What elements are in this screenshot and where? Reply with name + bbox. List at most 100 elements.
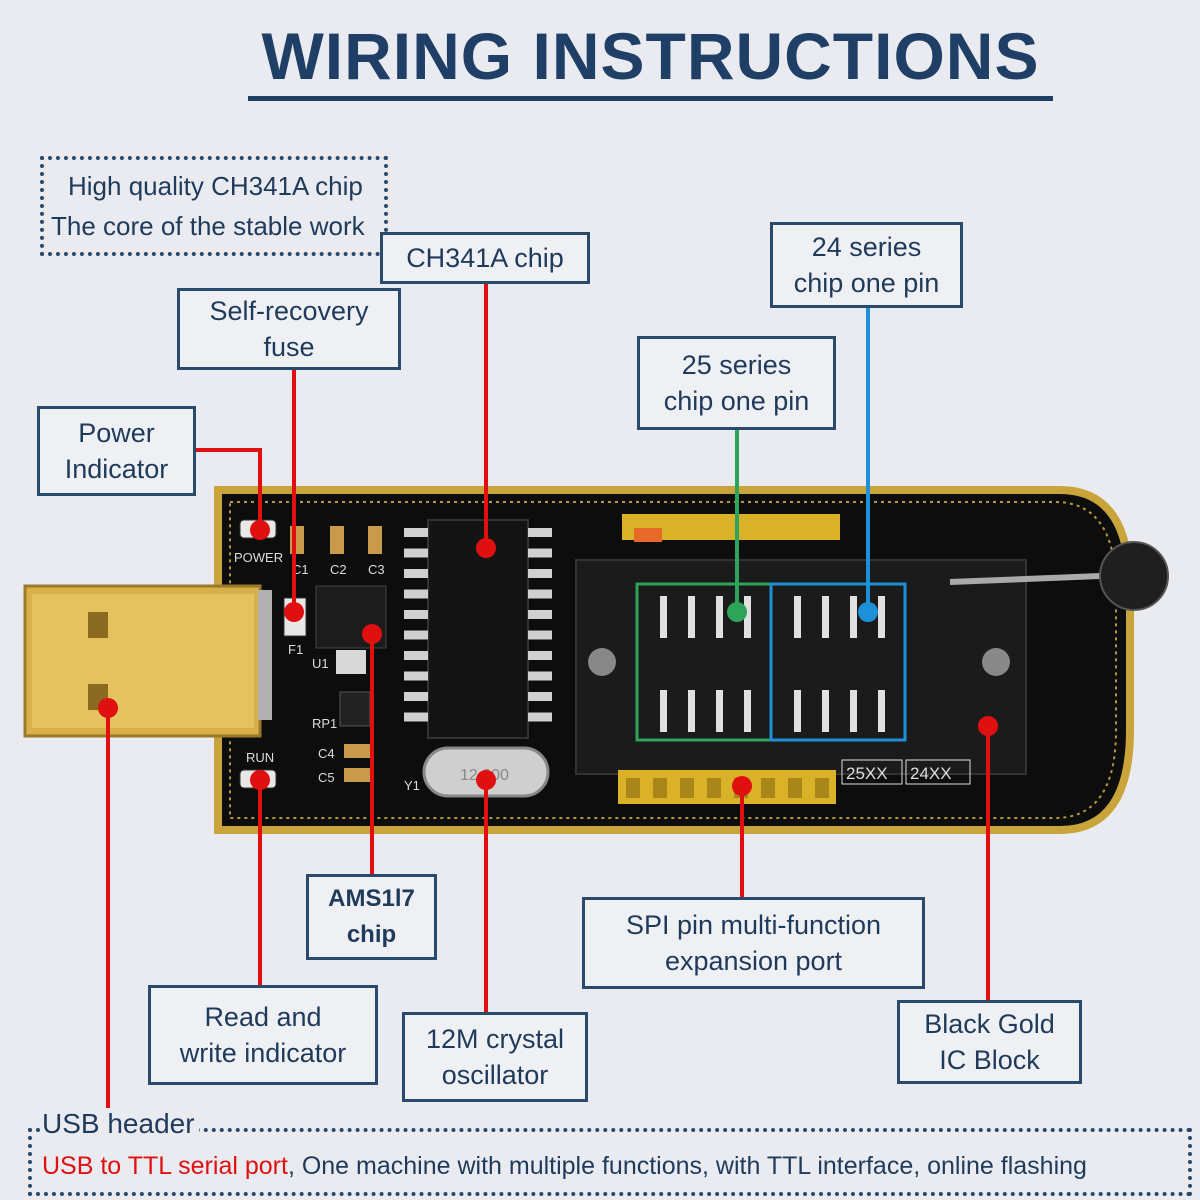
silk-c2: C2 bbox=[330, 562, 347, 577]
page-title: WIRING INSTRUCTIONS bbox=[261, 19, 1040, 93]
label-ams-line-2: chip bbox=[346, 921, 397, 948]
lever-knob bbox=[1099, 541, 1169, 611]
spi-pin bbox=[653, 778, 667, 798]
dot-25-series bbox=[727, 602, 747, 622]
label-fuse-line-1: Self-recovery bbox=[209, 296, 369, 326]
dot-fuse bbox=[284, 602, 304, 622]
dot-usb bbox=[98, 698, 118, 718]
chip-pin bbox=[404, 630, 428, 640]
label-24-series: 24 series chip one pin bbox=[770, 222, 963, 308]
chip-pin bbox=[404, 528, 428, 537]
dot-block bbox=[978, 716, 998, 736]
socket-slot bbox=[794, 690, 801, 732]
ch341a-chip bbox=[427, 519, 529, 739]
dot-power bbox=[250, 520, 270, 540]
dot-spi bbox=[732, 776, 752, 796]
socket-slot bbox=[716, 690, 723, 732]
spi-pin bbox=[815, 778, 829, 798]
silk-f1: F1 bbox=[288, 642, 303, 657]
socket-slot bbox=[660, 596, 667, 638]
chip-pin bbox=[404, 548, 428, 558]
silk-rp1: RP1 bbox=[312, 716, 337, 731]
socket-slot bbox=[822, 596, 829, 638]
spi-pin bbox=[788, 778, 802, 798]
label-xtal-line-1: 12M crystal bbox=[425, 1024, 565, 1054]
silk-u1: U1 bbox=[312, 656, 329, 671]
label-power-indicator: Power Indicator bbox=[37, 406, 196, 496]
chip-pin bbox=[528, 630, 552, 640]
silk-c4: C4 bbox=[318, 746, 335, 761]
socket-slot bbox=[716, 596, 723, 638]
chip-pin bbox=[404, 610, 428, 619]
socket-slot bbox=[688, 690, 695, 732]
spi-pin bbox=[680, 778, 694, 798]
note-line-2: The core of the stable work bbox=[51, 211, 365, 241]
silk-c1: C1 bbox=[292, 562, 309, 577]
chip-pin bbox=[528, 569, 552, 578]
silk-c3: C3 bbox=[368, 562, 385, 577]
title-underline bbox=[248, 96, 1053, 101]
socket-slot bbox=[744, 690, 751, 732]
label-spi-line-1: SPI pin multi-function bbox=[625, 910, 882, 940]
footer-highlight: USB to TTL serial port bbox=[42, 1152, 288, 1180]
label-spi-line-2: expansion port bbox=[664, 946, 843, 976]
spi-pin bbox=[626, 778, 640, 798]
chip-pin bbox=[528, 589, 552, 599]
socket-slot bbox=[850, 690, 857, 732]
label-25-line-1: 25 series bbox=[681, 350, 792, 380]
chip-pin bbox=[528, 692, 552, 701]
chip-pin bbox=[528, 528, 552, 537]
label-read-write-indicator: Read and write indicator bbox=[148, 985, 378, 1085]
socket-slot bbox=[850, 596, 857, 638]
label-rw-line-1: Read and bbox=[204, 1002, 322, 1032]
socket-slot bbox=[878, 690, 885, 732]
usb-header-label: USB header bbox=[42, 1108, 199, 1140]
leader-power bbox=[196, 448, 262, 530]
frame-24-series bbox=[769, 582, 907, 742]
label-rw-line-2: write indicator bbox=[179, 1038, 347, 1068]
label-power-line-2: Indicator bbox=[64, 454, 169, 484]
silk-25xx: 25XX bbox=[846, 764, 888, 783]
label-crystal-oscillator: 12M crystal oscillator bbox=[402, 1012, 588, 1102]
socket-slot bbox=[660, 690, 667, 732]
label-25-series: 25 series chip one pin bbox=[637, 336, 836, 430]
chip-pin bbox=[528, 671, 552, 681]
label-ic-block: Black Gold IC Block bbox=[897, 1000, 1082, 1084]
chip-pin bbox=[528, 712, 552, 722]
socket-slot bbox=[744, 596, 751, 638]
note-line-1: High quality CH341A chip bbox=[68, 171, 363, 201]
label-block-line-2: IC Block bbox=[939, 1045, 1040, 1075]
silk-run: RUN bbox=[246, 750, 274, 765]
label-ch341a-chip: CH341A chip bbox=[380, 232, 590, 284]
zif-socket bbox=[575, 559, 1027, 775]
socket-slot bbox=[822, 690, 829, 732]
spi-pin bbox=[761, 778, 775, 798]
dot-ams bbox=[362, 624, 382, 644]
label-25-line-2: chip one pin bbox=[663, 386, 810, 416]
label-block-line-1: Black Gold bbox=[924, 1009, 1055, 1039]
dot-24-series bbox=[858, 602, 878, 622]
socket-slot bbox=[878, 596, 885, 638]
spi-pin bbox=[707, 778, 721, 798]
chip-pin bbox=[528, 651, 552, 660]
chip-pin bbox=[404, 671, 428, 681]
label-24-line-2: chip one pin bbox=[793, 268, 940, 298]
silk-y1: Y1 bbox=[404, 778, 420, 793]
label-power-line-1: Power bbox=[78, 418, 155, 448]
socket-slot bbox=[794, 596, 801, 638]
silk-c5: C5 bbox=[318, 770, 335, 785]
chip-pin bbox=[528, 548, 552, 558]
label-ams-chip: AMS1l7 chip bbox=[306, 874, 437, 960]
silk-power: POWER bbox=[234, 550, 283, 565]
chip-pin bbox=[404, 692, 428, 701]
label-ch341a-text: CH341A chip bbox=[406, 243, 564, 273]
dot-rw bbox=[250, 770, 270, 790]
footer-text: USB to TTL serial port, One machine with… bbox=[42, 1152, 1087, 1181]
note-frame bbox=[40, 156, 388, 256]
label-ams-line-1: AMS1l7 bbox=[328, 885, 415, 912]
chip-pin bbox=[404, 651, 428, 660]
dot-ch341a bbox=[476, 538, 496, 558]
chip-pin bbox=[528, 610, 552, 619]
chip-pin bbox=[404, 712, 428, 722]
